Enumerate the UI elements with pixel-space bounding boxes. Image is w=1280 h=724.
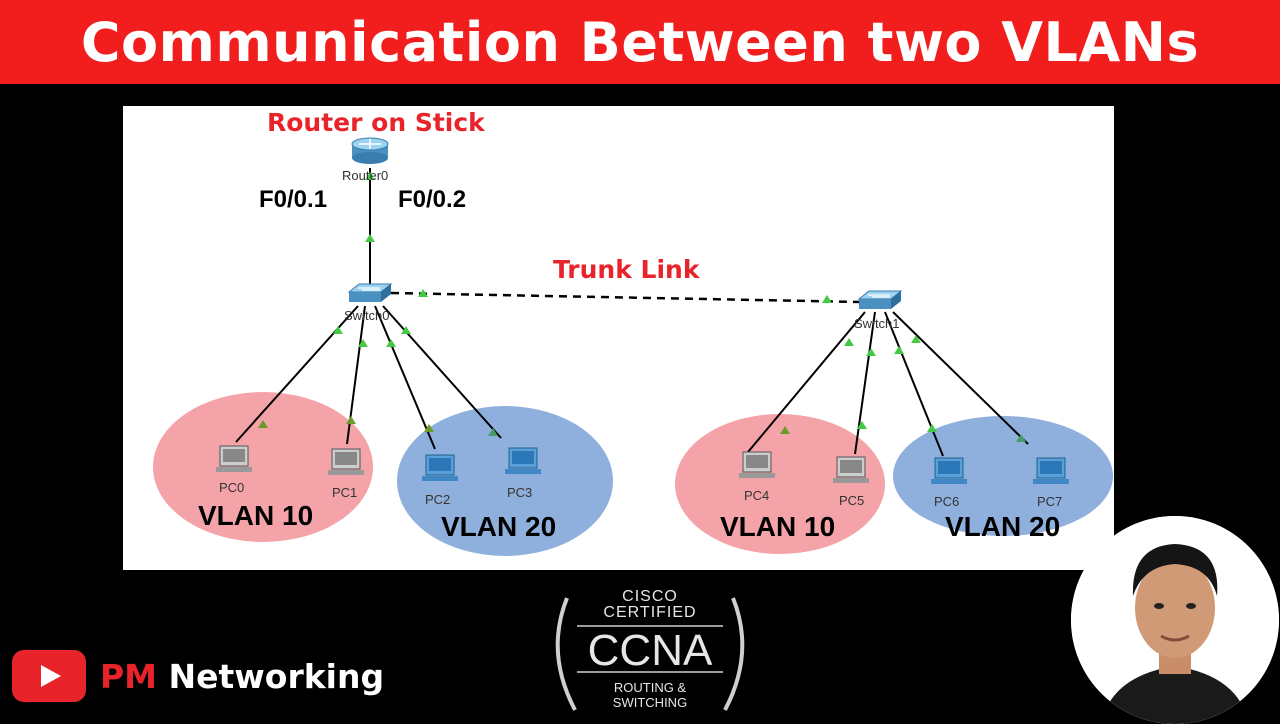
link-sw0-pc3	[382, 305, 502, 439]
ccna-line2: CERTIFIED	[603, 604, 697, 621]
topology-diagram: Router on Stick Router0 F0/0.1 F0/0.2 Tr…	[123, 106, 1114, 570]
pc6-label: PC6	[934, 494, 960, 509]
channel-name: PM Networking	[100, 657, 384, 696]
presenter-photo	[1071, 516, 1279, 724]
pc5-label: PC5	[839, 493, 865, 508]
link-sw0-pc2	[374, 305, 436, 450]
page-title: Communication Between two VLANs	[80, 10, 1200, 74]
vlan-label-right-20: VLAN 20	[945, 511, 1061, 542]
ccna-laurel-icon	[555, 597, 745, 711]
pc3-icon[interactable]	[505, 447, 541, 474]
pc7-label: PC7	[1037, 494, 1063, 509]
vlan10-zone-right	[675, 414, 885, 554]
vlan10-zone-left	[153, 392, 373, 542]
trunk-link-label: Trunk Link	[553, 255, 700, 284]
switch0-label: Switch0	[344, 308, 390, 323]
link-sw1-pc5	[854, 311, 876, 455]
pc1-label: PC1	[332, 485, 358, 500]
pc4-label: PC4	[744, 488, 770, 503]
vlan-label-left-20: VLAN 20	[441, 511, 557, 542]
ccna-line1: CISCO	[622, 588, 678, 605]
vlan20-zone-left	[397, 406, 613, 556]
pc2-icon[interactable]	[422, 454, 458, 481]
router-heading: Router on Stick	[267, 108, 485, 137]
title-banner: Communication Between two VLANs	[0, 0, 1280, 84]
ccna-badge: CISCO CERTIFIED CCNA ROUTING & SWITCHING	[545, 588, 755, 718]
switch0-icon[interactable]	[347, 283, 393, 302]
trunk-link	[390, 291, 862, 304]
vlan20-zone-right	[893, 416, 1113, 536]
pc7-icon[interactable]	[1033, 457, 1069, 484]
port-label-left: F0/0.1	[259, 186, 328, 213]
ccna-line4: SWITCHING	[612, 695, 688, 710]
link-status-markers	[258, 172, 1026, 442]
pc2-label: PC2	[425, 492, 451, 507]
youtube-play-icon	[12, 650, 86, 702]
link-sw1-pc7	[892, 311, 1029, 445]
ccna-line3: ROUTING &	[613, 680, 687, 695]
channel-brand[interactable]: PM Networking	[12, 650, 384, 702]
pc3-label: PC3	[507, 485, 533, 500]
topology-canvas	[153, 137, 1113, 556]
router-label: Router0	[342, 168, 389, 183]
presenter-avatar	[1071, 516, 1279, 724]
ccna-main: CCNA	[587, 626, 713, 675]
pc1-icon[interactable]	[328, 448, 364, 475]
router-icon[interactable]	[351, 137, 389, 164]
vlan-label-left-10: VLAN 10	[198, 500, 314, 531]
pc4-icon[interactable]	[739, 451, 775, 478]
pc6-icon[interactable]	[931, 457, 967, 484]
port-label-right: F0/0.2	[398, 186, 467, 213]
pc0-icon[interactable]	[216, 445, 252, 472]
vlan-label-right-10: VLAN 10	[720, 511, 836, 542]
switch1-label: Switch1	[854, 316, 900, 331]
channel-name-networking: Networking	[168, 656, 385, 696]
pc0-label: PC0	[219, 480, 245, 495]
pc5-icon[interactable]	[833, 456, 869, 483]
switch1-icon[interactable]	[857, 290, 903, 309]
channel-name-pm: PM	[100, 656, 158, 696]
link-sw1-pc4	[747, 311, 866, 453]
